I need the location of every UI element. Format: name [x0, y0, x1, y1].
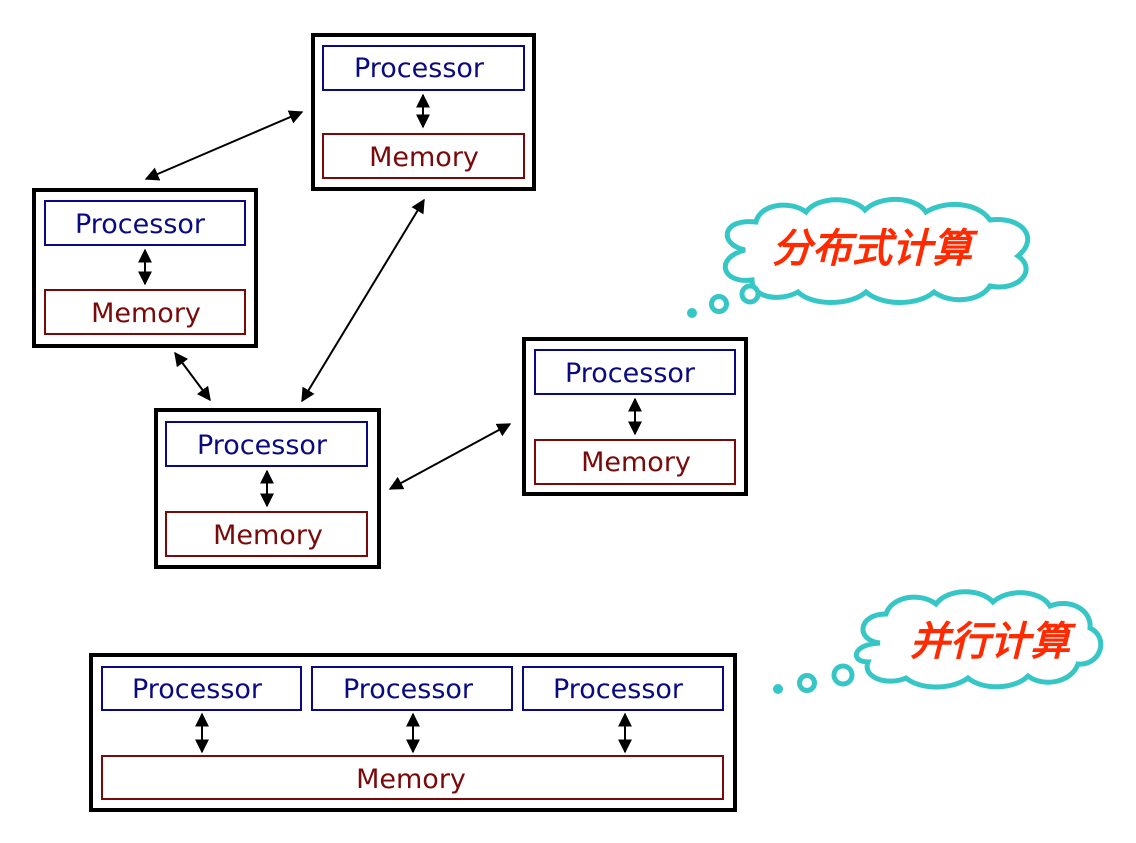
link-left-center [174, 351, 211, 402]
memory-label: Memory [369, 142, 479, 173]
shared-memory-box [101, 755, 724, 800]
distributed-node-1: Processor Memory [311, 33, 536, 191]
processor-box [522, 666, 724, 711]
processor-label: Processor [553, 674, 684, 705]
processor-box [322, 45, 525, 91]
link-top-center [301, 198, 425, 403]
memory-label: Memory [213, 520, 323, 551]
memory-box [44, 289, 246, 335]
processor-label: Processor [75, 209, 206, 240]
processor-label: Processor [343, 674, 474, 705]
link-center-right [388, 423, 512, 490]
distributed-callout: 分布式计算 [687, 196, 1031, 318]
thought-dot [739, 283, 761, 305]
processor-label: Processor [565, 358, 696, 389]
parallel-system: Processor Processor Processor Memory [89, 653, 737, 812]
processor-box [311, 666, 513, 711]
processor-box [44, 200, 246, 246]
processor-label: Processor [354, 53, 485, 84]
parallel-computing-label: 并行计算 [910, 619, 1077, 665]
processor-box [101, 666, 302, 711]
thought-dot [687, 308, 697, 318]
memory-box [165, 511, 368, 557]
parallel-callout: 并行计算 [773, 589, 1104, 694]
cloud-shape [853, 589, 1104, 690]
network-links [144, 110, 512, 490]
memory-box [322, 133, 525, 179]
processor-label: Processor [132, 674, 263, 705]
link-left-top [144, 110, 304, 181]
processor-box [534, 349, 736, 395]
memory-label: Memory [91, 298, 201, 329]
distributed-node-4: Processor Memory [522, 337, 748, 496]
thought-dot [797, 673, 817, 693]
thought-dot [709, 294, 729, 314]
cloud-shape [722, 196, 1031, 305]
processor-label: Processor [197, 430, 328, 461]
thought-dot [773, 684, 783, 694]
distributed-node-2: Processor Memory [32, 188, 258, 348]
distributed-computing-label: 分布式计算 [772, 226, 979, 272]
thought-dot [831, 663, 855, 687]
processor-box [165, 421, 368, 467]
distributed-node-3: Processor Memory [154, 408, 381, 569]
shared-memory-label: Memory [356, 764, 466, 795]
memory-label: Memory [581, 447, 691, 478]
memory-box [534, 439, 736, 485]
